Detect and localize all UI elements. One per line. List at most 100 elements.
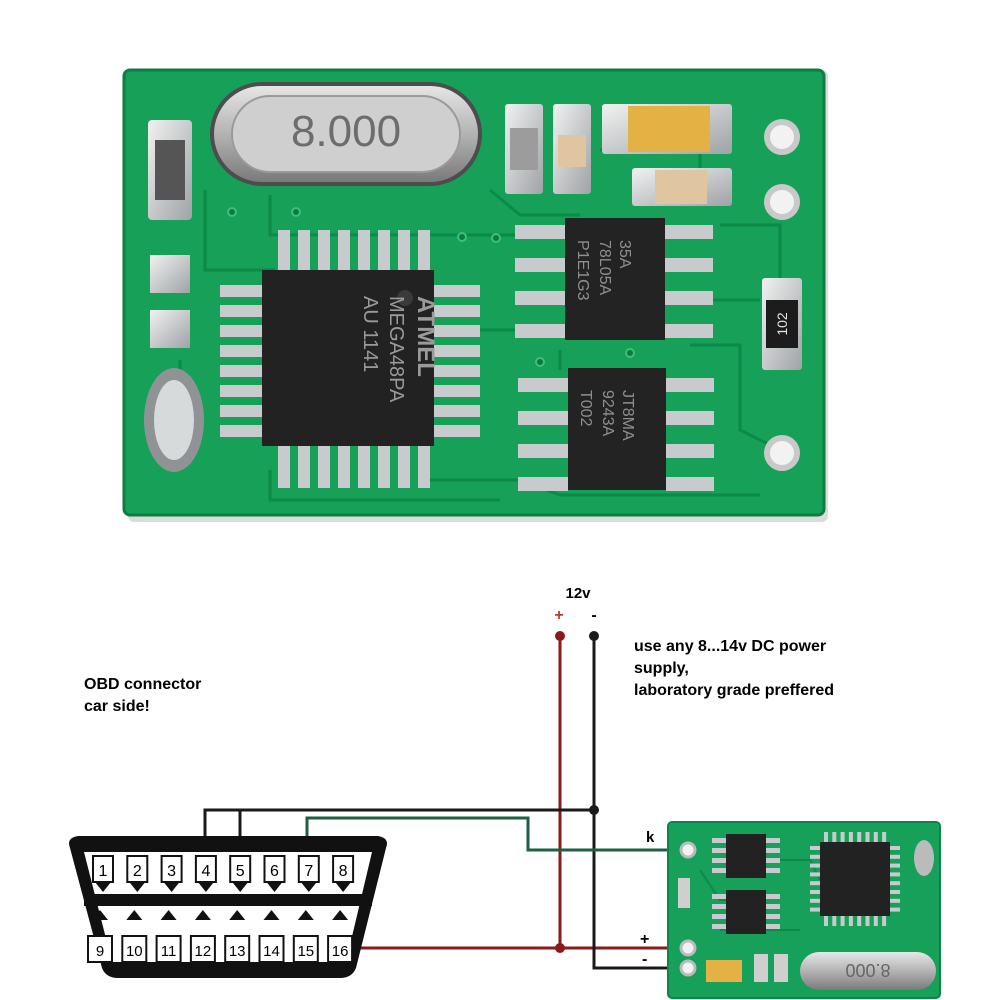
obd-pin-label: 14 (263, 943, 280, 960)
obd-pin-contact (129, 882, 146, 892)
obd-pin-socket (258, 935, 285, 963)
obd-pin-label: 3 (167, 863, 176, 880)
mcu-pin (220, 385, 262, 397)
module-mcu-pin (810, 863, 820, 868)
obd-pin-contact (266, 882, 283, 892)
mcu-pin (434, 405, 480, 417)
mcu-pin (278, 230, 290, 270)
obd-pin-socket (87, 935, 113, 963)
ic-pin (518, 477, 568, 491)
mcu-marking-line-2: AU 1141 (359, 296, 381, 372)
module-ic-pin (766, 904, 780, 909)
ic-pin (518, 411, 568, 425)
module-mcu-pin (857, 832, 862, 842)
obd-pin-contact (126, 910, 143, 920)
module-mcu-pin (824, 832, 828, 842)
module-board: 8.000 (667, 821, 941, 999)
module-mcu-pin (890, 907, 900, 912)
ic-lower-line-2: JT8MA (619, 390, 636, 441)
mcu-pin (398, 446, 410, 488)
mcu-pin (434, 285, 480, 297)
module-pin-minus-label: - (642, 951, 647, 968)
ic-upper-line-2: 35A (616, 240, 633, 269)
mcu-pin (434, 305, 480, 317)
mcu-pin (434, 365, 480, 377)
mounting-holes (764, 119, 800, 471)
ic-lower: 9243A JT8MA T002 (568, 368, 666, 490)
mcu-pin (358, 230, 370, 270)
mcu-pin (220, 325, 262, 337)
module-mcu-pin (832, 832, 837, 842)
obd-pin-contact (163, 882, 180, 892)
ic-pin (518, 444, 568, 458)
ic-pin (665, 324, 713, 338)
obd-pin-contact (95, 882, 111, 892)
obd-pin-socket (292, 935, 319, 963)
ic-upper-line-1: 78L05A (596, 240, 613, 295)
obd-pin-contact (197, 882, 214, 892)
mcu-chip: MEGA48PA AU 1141 ATMEL (262, 270, 439, 446)
mcu-pin (378, 230, 390, 270)
mcu-pin (418, 446, 430, 488)
module-mcu-pin (810, 854, 820, 859)
module-mcu-pin (848, 916, 853, 926)
module-mcu-pin (865, 832, 870, 842)
obd-pin-contact (229, 910, 246, 920)
module-mcu-pin (840, 832, 845, 842)
module-ic-pin (712, 868, 726, 873)
module-mcu-pin (810, 872, 820, 877)
module-ic-pin (766, 838, 780, 843)
resistor: 102 (762, 278, 802, 370)
obd-pin-socket (189, 935, 216, 963)
module-ic-pin (712, 914, 726, 919)
mcu-pin (338, 446, 350, 488)
mcu-pin (434, 425, 480, 437)
mcu-pin (220, 345, 262, 357)
ic-pins (515, 225, 714, 491)
module-mcu-pin (890, 863, 900, 868)
ic-pin (666, 444, 714, 458)
obd-pin-contact (263, 910, 280, 920)
obd-pin-label: 5 (236, 863, 245, 880)
obd-pin-contact (232, 882, 249, 892)
wire-k-line (305, 816, 690, 858)
wire-junctions (555, 631, 599, 953)
module-mcu-pin (890, 846, 900, 850)
power-plus-sign: + (554, 607, 563, 624)
mcu-pin (378, 446, 390, 488)
ic-pin (666, 378, 714, 392)
mcu-pin (220, 305, 262, 317)
ic-pin (518, 378, 568, 392)
power-supply-note-line-2: supply, (634, 660, 689, 677)
ic-pin (515, 324, 565, 338)
obd-pin-socket (327, 935, 354, 963)
mcu-pin (434, 345, 480, 357)
mcu-pin (298, 446, 310, 488)
module-ic-pin (712, 838, 726, 843)
ic-pin (515, 225, 565, 239)
obd-pin-label: 8 (339, 863, 348, 880)
mcu-pin (338, 230, 350, 270)
module-mcu-pin (810, 846, 820, 850)
obd-note-line-2: car side! (84, 698, 150, 715)
mcu-pins (220, 230, 480, 488)
module-ic-pin (712, 848, 726, 853)
obd-pin-contact (335, 882, 352, 892)
module-ic-pin (766, 848, 780, 853)
ic-pin (665, 258, 713, 272)
module-mcu-pin (824, 916, 828, 926)
module-ic-pin (766, 868, 780, 873)
obd-pin-contact (160, 910, 177, 920)
obd-pin-label: 10 (126, 943, 143, 960)
module-mcu-pin (865, 916, 870, 926)
obd-pin-socket (121, 935, 148, 963)
pcb-vias (227, 207, 635, 367)
module-ic-pin (712, 904, 726, 909)
power-supply-note-line-3: laboratory grade preffered (634, 682, 835, 699)
mcu-brand-logo: ATMEL (412, 296, 439, 377)
module-mcu-pin (810, 881, 820, 886)
obd-pin-label: 13 (229, 943, 246, 960)
ic-lower-line-1: 9243A (599, 390, 616, 437)
mcu-pin (220, 285, 262, 297)
mcu-pin (278, 446, 290, 488)
